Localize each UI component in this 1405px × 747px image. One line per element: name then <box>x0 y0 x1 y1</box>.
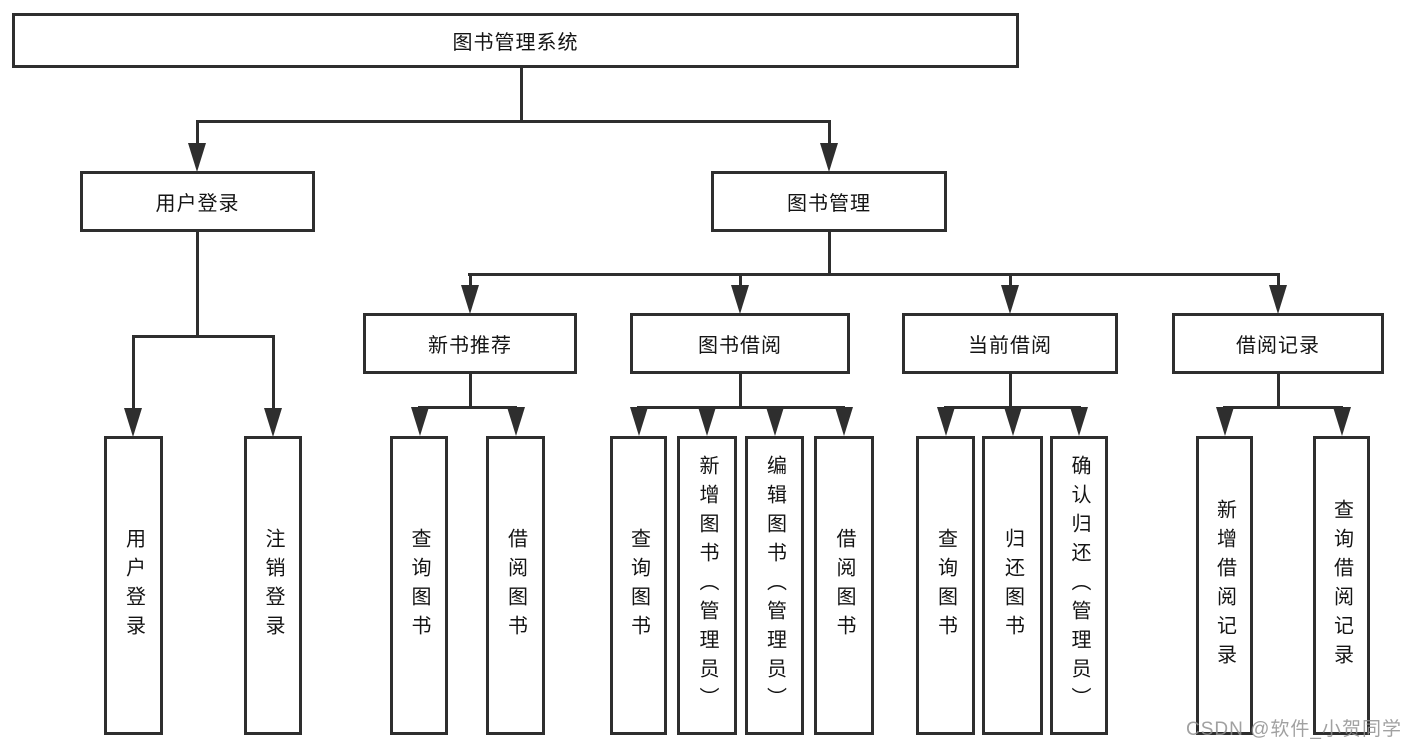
node-borrowing-records-label: 借阅记录 <box>1236 335 1320 357</box>
arrow-down-icon <box>264 408 282 437</box>
arrow-down-icon <box>461 285 479 314</box>
connector-drop-currentborrow <box>1009 273 1012 288</box>
arrow-down-icon <box>124 408 142 437</box>
arrow-down-icon <box>766 407 784 436</box>
connector-borrowrecord-stub <box>1277 374 1280 408</box>
node-root-label: 图书管理系统 <box>452 32 579 54</box>
connector-userlogin-stub <box>196 232 199 338</box>
arrow-down-icon <box>1001 285 1019 314</box>
node-new-book-recommend-label: 新书推荐 <box>428 335 512 357</box>
node-new-book-recommend: 新书推荐 <box>363 313 577 374</box>
leaf-edit-books-admin-label: 编辑图书（管理员） <box>763 455 786 716</box>
leaf-return-books-label: 归还图书 <box>1001 527 1024 644</box>
leaf-return-books: 归还图书 <box>982 436 1043 735</box>
connector-bookborrow-stub <box>739 374 742 408</box>
node-book-borrowing-label: 图书借阅 <box>698 335 782 357</box>
arrow-down-icon <box>1004 407 1022 436</box>
leaf-query-borrow-record: 查询借阅记录 <box>1313 436 1370 735</box>
connector-drop-borrowrecord <box>1277 273 1280 288</box>
leaf-borrow-books-1-label: 借阅图书 <box>504 527 527 644</box>
connector-drop-bookborrow <box>739 273 742 288</box>
leaf-user-login: 用户登录 <box>104 436 163 735</box>
leaf-query-borrow-record-label: 查询借阅记录 <box>1330 498 1353 673</box>
connector-bookborrow-hbar <box>637 406 845 409</box>
node-book-management: 图书管理 <box>711 171 947 232</box>
connector-currentborrow-stub <box>1009 374 1012 408</box>
leaf-borrow-books-2-label: 借阅图书 <box>833 527 855 644</box>
arrow-down-icon <box>698 407 716 436</box>
connector-newbookrec-stub <box>469 374 472 408</box>
arrow-down-icon <box>835 407 853 436</box>
connector-newbookrec-hbar <box>418 406 517 409</box>
connector-userlogin-hbar <box>132 335 275 338</box>
leaf-confirm-return-admin-label: 确认归还（管理员） <box>1068 455 1090 716</box>
arrow-down-icon <box>1269 285 1287 314</box>
arrow-down-icon <box>1070 407 1088 436</box>
leaf-user-login-label: 用户登录 <box>122 527 145 644</box>
node-current-borrowing-label: 当前借阅 <box>968 335 1052 357</box>
leaf-query-books-1: 查询图书 <box>390 436 448 735</box>
connector-bookmgmt-hbar <box>468 273 1280 276</box>
node-borrowing-records: 借阅记录 <box>1172 313 1384 374</box>
connector-drop-leaf-logout <box>272 335 275 411</box>
leaf-query-books-3: 查询图书 <box>916 436 975 735</box>
leaf-query-books-3-label: 查询图书 <box>934 527 957 644</box>
node-book-borrowing: 图书借阅 <box>630 313 850 374</box>
arrow-down-icon <box>507 407 525 436</box>
node-book-management-label: 图书管理 <box>787 193 871 215</box>
arrow-down-icon <box>188 143 206 172</box>
connector-drop-newbookrec <box>469 273 472 288</box>
node-current-borrowing: 当前借阅 <box>902 313 1118 374</box>
node-user-login: 用户登录 <box>80 171 315 232</box>
leaf-add-borrow-record-label: 新增借阅记录 <box>1213 498 1236 673</box>
connector-drop-leaf-userlogin <box>132 335 135 411</box>
leaf-add-books-admin-label: 新增图书（管理员） <box>696 455 718 716</box>
arrow-down-icon <box>820 143 838 172</box>
arrow-down-icon <box>1216 407 1234 436</box>
leaf-add-borrow-record: 新增借阅记录 <box>1196 436 1253 735</box>
connector-root-stub <box>520 68 523 123</box>
arrow-down-icon <box>630 407 648 436</box>
connector-drop-book-mgmt <box>828 120 831 146</box>
connector-drop-user-login <box>196 120 199 146</box>
leaf-query-books-2: 查询图书 <box>610 436 667 735</box>
arrow-down-icon <box>731 285 749 314</box>
leaf-query-books-2-label: 查询图书 <box>627 527 650 644</box>
arrow-down-icon <box>1333 407 1351 436</box>
leaf-add-books-admin: 新增图书（管理员） <box>677 436 737 735</box>
leaf-logout: 注销登录 <box>244 436 302 735</box>
csdn-watermark: CSDN @软件_小贺同学 <box>1186 719 1402 740</box>
leaf-borrow-books-2: 借阅图书 <box>814 436 874 735</box>
leaf-edit-books-admin: 编辑图书（管理员） <box>745 436 804 735</box>
connector-root-hbar <box>196 120 831 123</box>
leaf-borrow-books-1: 借阅图书 <box>486 436 545 735</box>
leaf-confirm-return-admin: 确认归还（管理员） <box>1050 436 1108 735</box>
node-root: 图书管理系统 <box>12 13 1019 68</box>
arrow-down-icon <box>411 407 429 436</box>
arrow-down-icon <box>937 407 955 436</box>
connector-bookmgmt-stub <box>828 232 831 275</box>
leaf-logout-label: 注销登录 <box>262 527 284 644</box>
leaf-query-books-1-label: 查询图书 <box>408 527 430 644</box>
node-user-login-label: 用户登录 <box>155 193 240 215</box>
connector-borrowrecord-hbar <box>1223 406 1343 409</box>
